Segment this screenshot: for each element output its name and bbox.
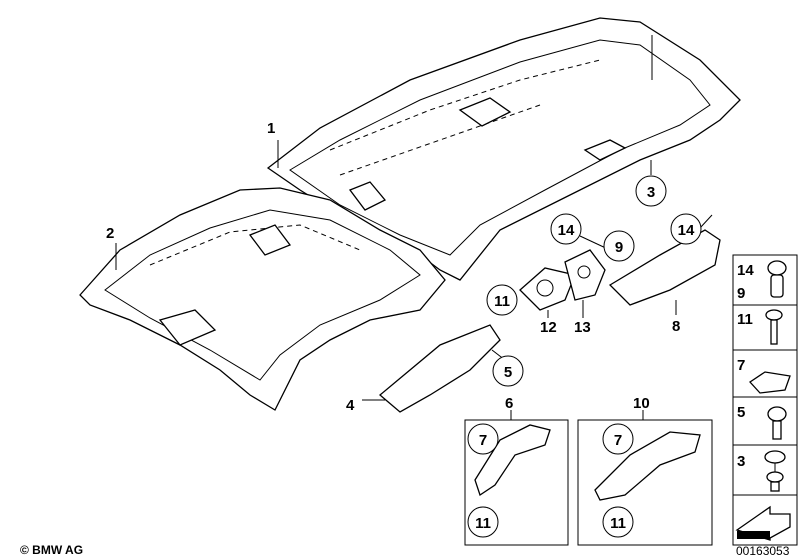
holder-part-13[interactable] [564, 235, 611, 318]
svg-text:7: 7 [614, 432, 622, 449]
circled-callout-11: 11 [602, 506, 634, 538]
diagram-number: 00163053 [736, 544, 790, 558]
legend-label: 14 [737, 262, 754, 279]
callout-4: 4 [346, 397, 355, 414]
circled-callout-5: 5 [492, 355, 524, 387]
self-tapping-screw-icon [767, 406, 787, 440]
pad-icon [749, 371, 791, 394]
callout-10: 10 [633, 395, 650, 412]
copyright: © BMW AG [20, 543, 83, 557]
svg-text:14: 14 [558, 222, 575, 239]
circled-callout-7: 7 [467, 423, 499, 455]
holder-part-12[interactable] [519, 267, 576, 318]
headliner-part-2[interactable] [79, 187, 446, 411]
circled-callout-14: 14 [550, 213, 582, 245]
fastener-legend: 14 9 11 7 5 3 [732, 254, 798, 546]
callout-12: 12 [540, 319, 557, 336]
circled-callout-3: 3 [635, 175, 667, 207]
callout-6: 6 [505, 395, 513, 412]
bracket-part-4[interactable] [362, 324, 506, 413]
svg-text:14: 14 [678, 222, 695, 239]
legend-label: 7 [737, 357, 745, 374]
circled-callout-14: 14 [670, 213, 702, 245]
circled-callout-11: 11 [467, 506, 499, 538]
callout-13: 13 [574, 319, 591, 336]
legend-label: 11 [737, 311, 753, 328]
svg-text:3: 3 [647, 184, 655, 201]
callout-8: 8 [672, 318, 680, 335]
headliner-part-1[interactable] [266, 17, 741, 281]
legend-label: 9 [737, 285, 745, 302]
svg-text:11: 11 [475, 515, 491, 532]
svg-text:11: 11 [610, 515, 626, 532]
svg-text:9: 9 [615, 239, 623, 256]
arrow-icon [735, 505, 791, 541]
bolt-icon [767, 260, 787, 298]
svg-text:5: 5 [504, 364, 512, 381]
svg-text:7: 7 [479, 432, 487, 449]
legend-label: 3 [737, 453, 745, 470]
svg-text:11: 11 [494, 293, 510, 310]
grab-handle-box-10[interactable] [577, 410, 713, 546]
legend-label: 5 [737, 404, 745, 421]
circled-callout-9: 9 [603, 230, 635, 262]
callout-1: 1 [267, 120, 275, 137]
bracket-part-8[interactable] [608, 214, 721, 315]
circled-callout-11: 11 [486, 284, 518, 316]
screw-icon [765, 309, 783, 345]
circled-callout-7: 7 [602, 423, 634, 455]
clip-icon [764, 450, 786, 492]
callout-2: 2 [106, 225, 114, 242]
